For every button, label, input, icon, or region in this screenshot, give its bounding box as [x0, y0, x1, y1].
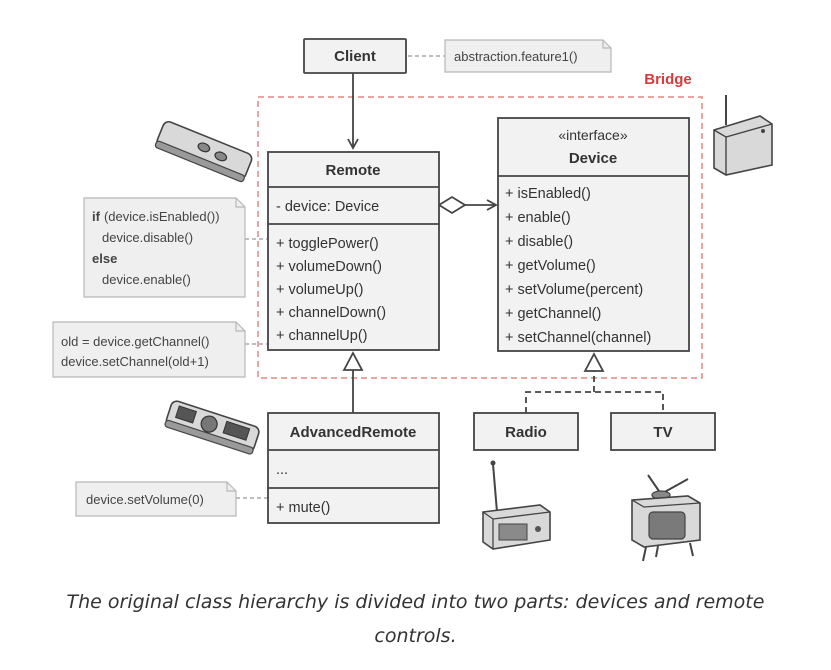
channel-note-line: old = device.getChannel(): [61, 334, 210, 349]
tv-box: TV: [610, 412, 716, 451]
remote-field: - device: Device: [276, 199, 379, 215]
channel-note: old = device.getChannel() device.setChan…: [52, 321, 246, 378]
advanced-remote-method: + mute(): [276, 500, 330, 516]
tv-label: TV: [653, 424, 672, 441]
client-box: Client: [303, 38, 407, 74]
device-stereotype: «interface»: [558, 127, 627, 143]
channel-note-line: device.setChannel(old+1): [61, 354, 209, 369]
aggregation-diamond: [437, 195, 467, 215]
bridge-region: [257, 96, 703, 379]
feature-note: abstraction.feature1(): [444, 39, 612, 73]
device-title: Device: [569, 150, 617, 167]
svg-text:if(device.isEnabled()): if(device.isEnabled()): [92, 209, 220, 224]
client-label: Client: [334, 48, 376, 65]
device-method: + isEnabled(): [505, 186, 591, 202]
toggle-note-line: device.disable(): [102, 230, 193, 245]
toggle-note: if(device.isEnabled()) device.disable() …: [83, 197, 246, 298]
device-method: + enable(): [505, 210, 571, 226]
remote-class: Remote - device: Device + togglePower() …: [267, 151, 440, 351]
remote-method: + togglePower(): [276, 236, 379, 252]
realization-lines: [525, 391, 664, 413]
device-method: + getVolume(): [505, 258, 596, 274]
realization-triangle: [583, 352, 605, 372]
device-method: + setChannel(channel): [505, 330, 651, 346]
device-box-illustration: [713, 95, 773, 176]
radio-label: Radio: [505, 424, 547, 441]
device-method: + disable(): [505, 234, 573, 250]
tv-illustration: [631, 474, 701, 562]
remote-method: + channelUp(): [276, 328, 367, 344]
volume-note: device.setVolume(0): [75, 481, 237, 517]
advanced-remote-illustration: [164, 400, 260, 455]
bridge-label: Bridge: [644, 71, 692, 88]
advanced-remote-field: ...: [276, 462, 288, 478]
remote-title: Remote: [325, 162, 380, 179]
advanced-remote-class: AdvancedRemote ... + mute(): [267, 412, 440, 524]
remote-method: + channelDown(): [276, 305, 386, 321]
remote-method: + volumeDown(): [276, 259, 382, 275]
toggle-note-line: else: [92, 251, 117, 266]
radio-box: Radio: [473, 412, 579, 451]
advanced-remote-title: AdvancedRemote: [290, 424, 417, 441]
radio-illustration: [482, 460, 551, 550]
remote-method: + volumeUp(): [276, 282, 363, 298]
simple-remote-illustration: [154, 120, 253, 183]
toggle-note-line: device.enable(): [102, 272, 191, 287]
feature-note-text: abstraction.feature1(): [454, 49, 578, 64]
inheritance-triangle: [342, 351, 364, 371]
device-method: + getChannel(): [505, 306, 601, 322]
figure-caption: The original class hierarchy is divided …: [66, 591, 765, 647]
volume-note-text: device.setVolume(0): [86, 492, 204, 507]
device-method: + setVolume(percent): [505, 282, 643, 298]
device-interface: «interface» Device + isEnabled() + enabl…: [497, 117, 690, 352]
